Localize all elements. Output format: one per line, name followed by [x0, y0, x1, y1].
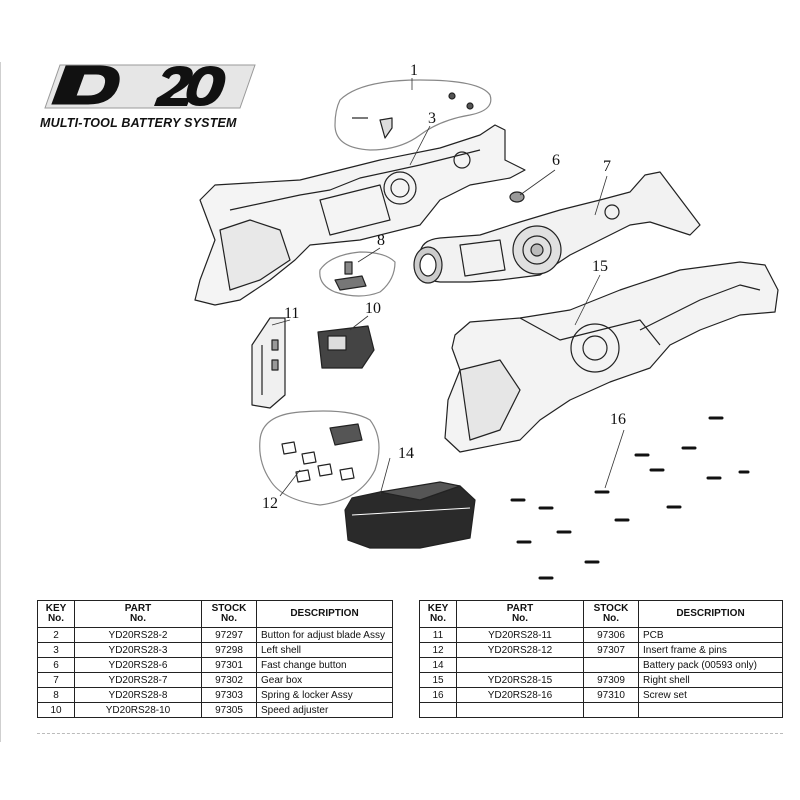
- callout-15: 15: [592, 258, 608, 275]
- callout-12: 12: [262, 495, 278, 512]
- callout-16: 16: [610, 411, 626, 428]
- callout-10: 10: [365, 300, 381, 317]
- callout-11: 11: [284, 305, 299, 322]
- table-row: [419, 702, 783, 718]
- callout-14: 14: [398, 445, 414, 462]
- exploded-parts-diagram: 1 3 6 7 8 10 11 12 14 15 16: [194, 62, 779, 580]
- callout-6: 6: [552, 152, 560, 169]
- callout-1: 1: [410, 62, 418, 79]
- col-description: DESCRIPTION: [256, 600, 393, 628]
- d20-logo: [44, 64, 256, 109]
- callout-7: 7: [603, 158, 611, 175]
- screw-set: [510, 416, 750, 580]
- logo-tagline: MULTI-TOOL BATTERY SYSTEM: [40, 116, 237, 130]
- col-description: DESCRIPTION: [638, 600, 783, 628]
- callout-8: 8: [377, 232, 385, 249]
- footer-rule: [37, 733, 783, 735]
- page-edge: [0, 62, 1, 742]
- callout-3: 3: [428, 110, 436, 127]
